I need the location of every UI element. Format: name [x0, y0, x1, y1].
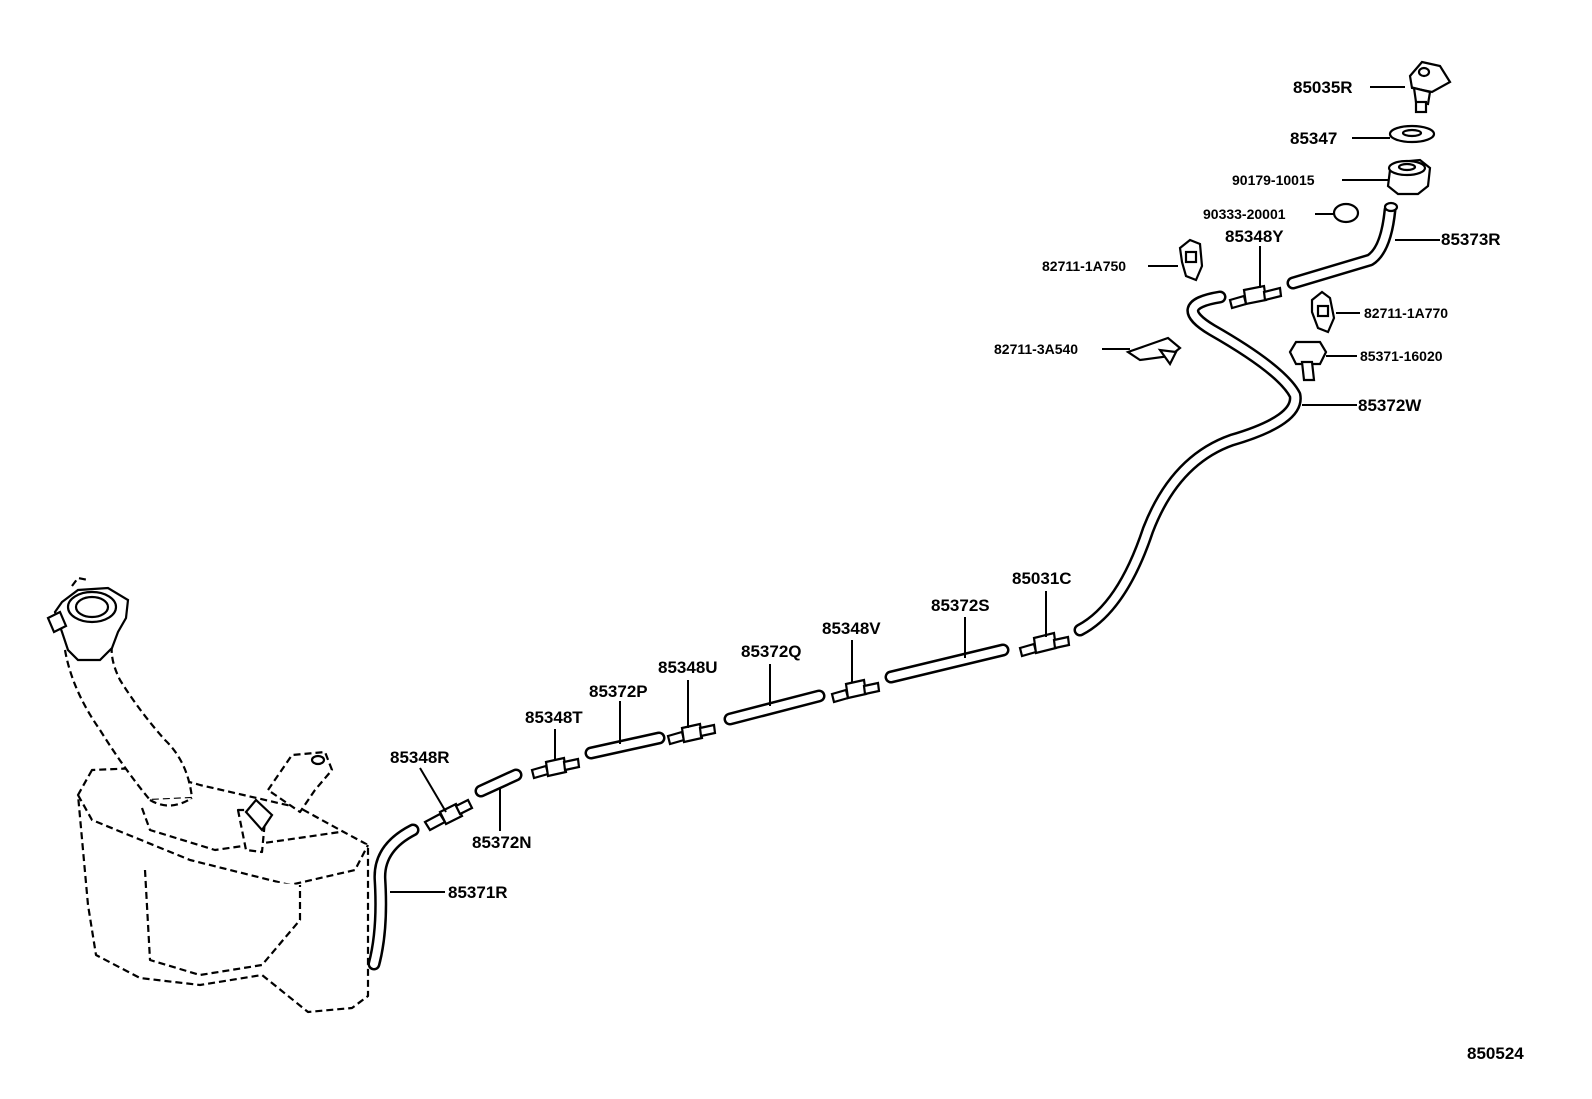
clamp-82711-3A540 [1125, 336, 1182, 367]
label-85371-16020: 85371-16020 [1360, 348, 1443, 364]
tube-85372N [474, 768, 523, 798]
label-85031C: 85031C [1012, 569, 1072, 588]
washer-tank [63, 644, 370, 1014]
label-85372S: 85372S [931, 596, 990, 615]
label-85348T: 85348T [525, 708, 583, 727]
joint-85348T [530, 756, 581, 780]
label-85372Q: 85372Q [741, 642, 802, 661]
label-85347: 85347 [1290, 129, 1337, 148]
gasket-85347 [1388, 124, 1436, 144]
nut-90179-10015 [1386, 158, 1432, 196]
hose-85372W [1073, 290, 1302, 637]
filler-cap [46, 576, 130, 662]
label-85372P: 85372P [589, 682, 648, 701]
label-82711-1A750: 82711-1A750 [1042, 258, 1126, 274]
o-ring-90333-20001 [1332, 202, 1360, 224]
label-85372N: 85372N [472, 833, 532, 852]
label-85373R: 85373R [1441, 230, 1501, 249]
nozzle-85035R [1408, 60, 1452, 114]
tube-85372P [584, 731, 666, 760]
hose-85373R [1286, 201, 1399, 290]
label-85348R: 85348R [390, 748, 450, 767]
label-85348U: 85348U [658, 658, 718, 677]
hose-85371R [367, 823, 420, 971]
clamp-82711-1A770 [1310, 290, 1336, 334]
joint-85348Y [1228, 284, 1283, 310]
clamp-82711-1A750 [1178, 238, 1204, 282]
diagram-code: 850524 [1467, 1044, 1524, 1063]
joint-85348R [423, 798, 474, 832]
label-90179-10015: 90179-10015 [1232, 172, 1315, 188]
label-85035R: 85035R [1293, 78, 1353, 97]
clamp-85371-16020 [1288, 340, 1328, 382]
label-90333-20001: 90333-20001 [1203, 206, 1286, 222]
label-85371R: 85371R [448, 883, 508, 902]
leader-lines [390, 86, 1440, 893]
joint-85348U [666, 722, 717, 746]
label-85348V: 85348V [822, 619, 881, 638]
joint-85348V [830, 678, 881, 704]
tube-85372S [884, 643, 1010, 684]
tube-85372Q [723, 689, 826, 726]
label-82711-1A770: 82711-1A770 [1364, 305, 1448, 321]
valve-85031C [1018, 631, 1071, 658]
label-85372W: 85372W [1358, 396, 1422, 415]
label-82711-3A540: 82711-3A540 [994, 341, 1078, 357]
label-85348Y: 85348Y [1225, 227, 1284, 246]
